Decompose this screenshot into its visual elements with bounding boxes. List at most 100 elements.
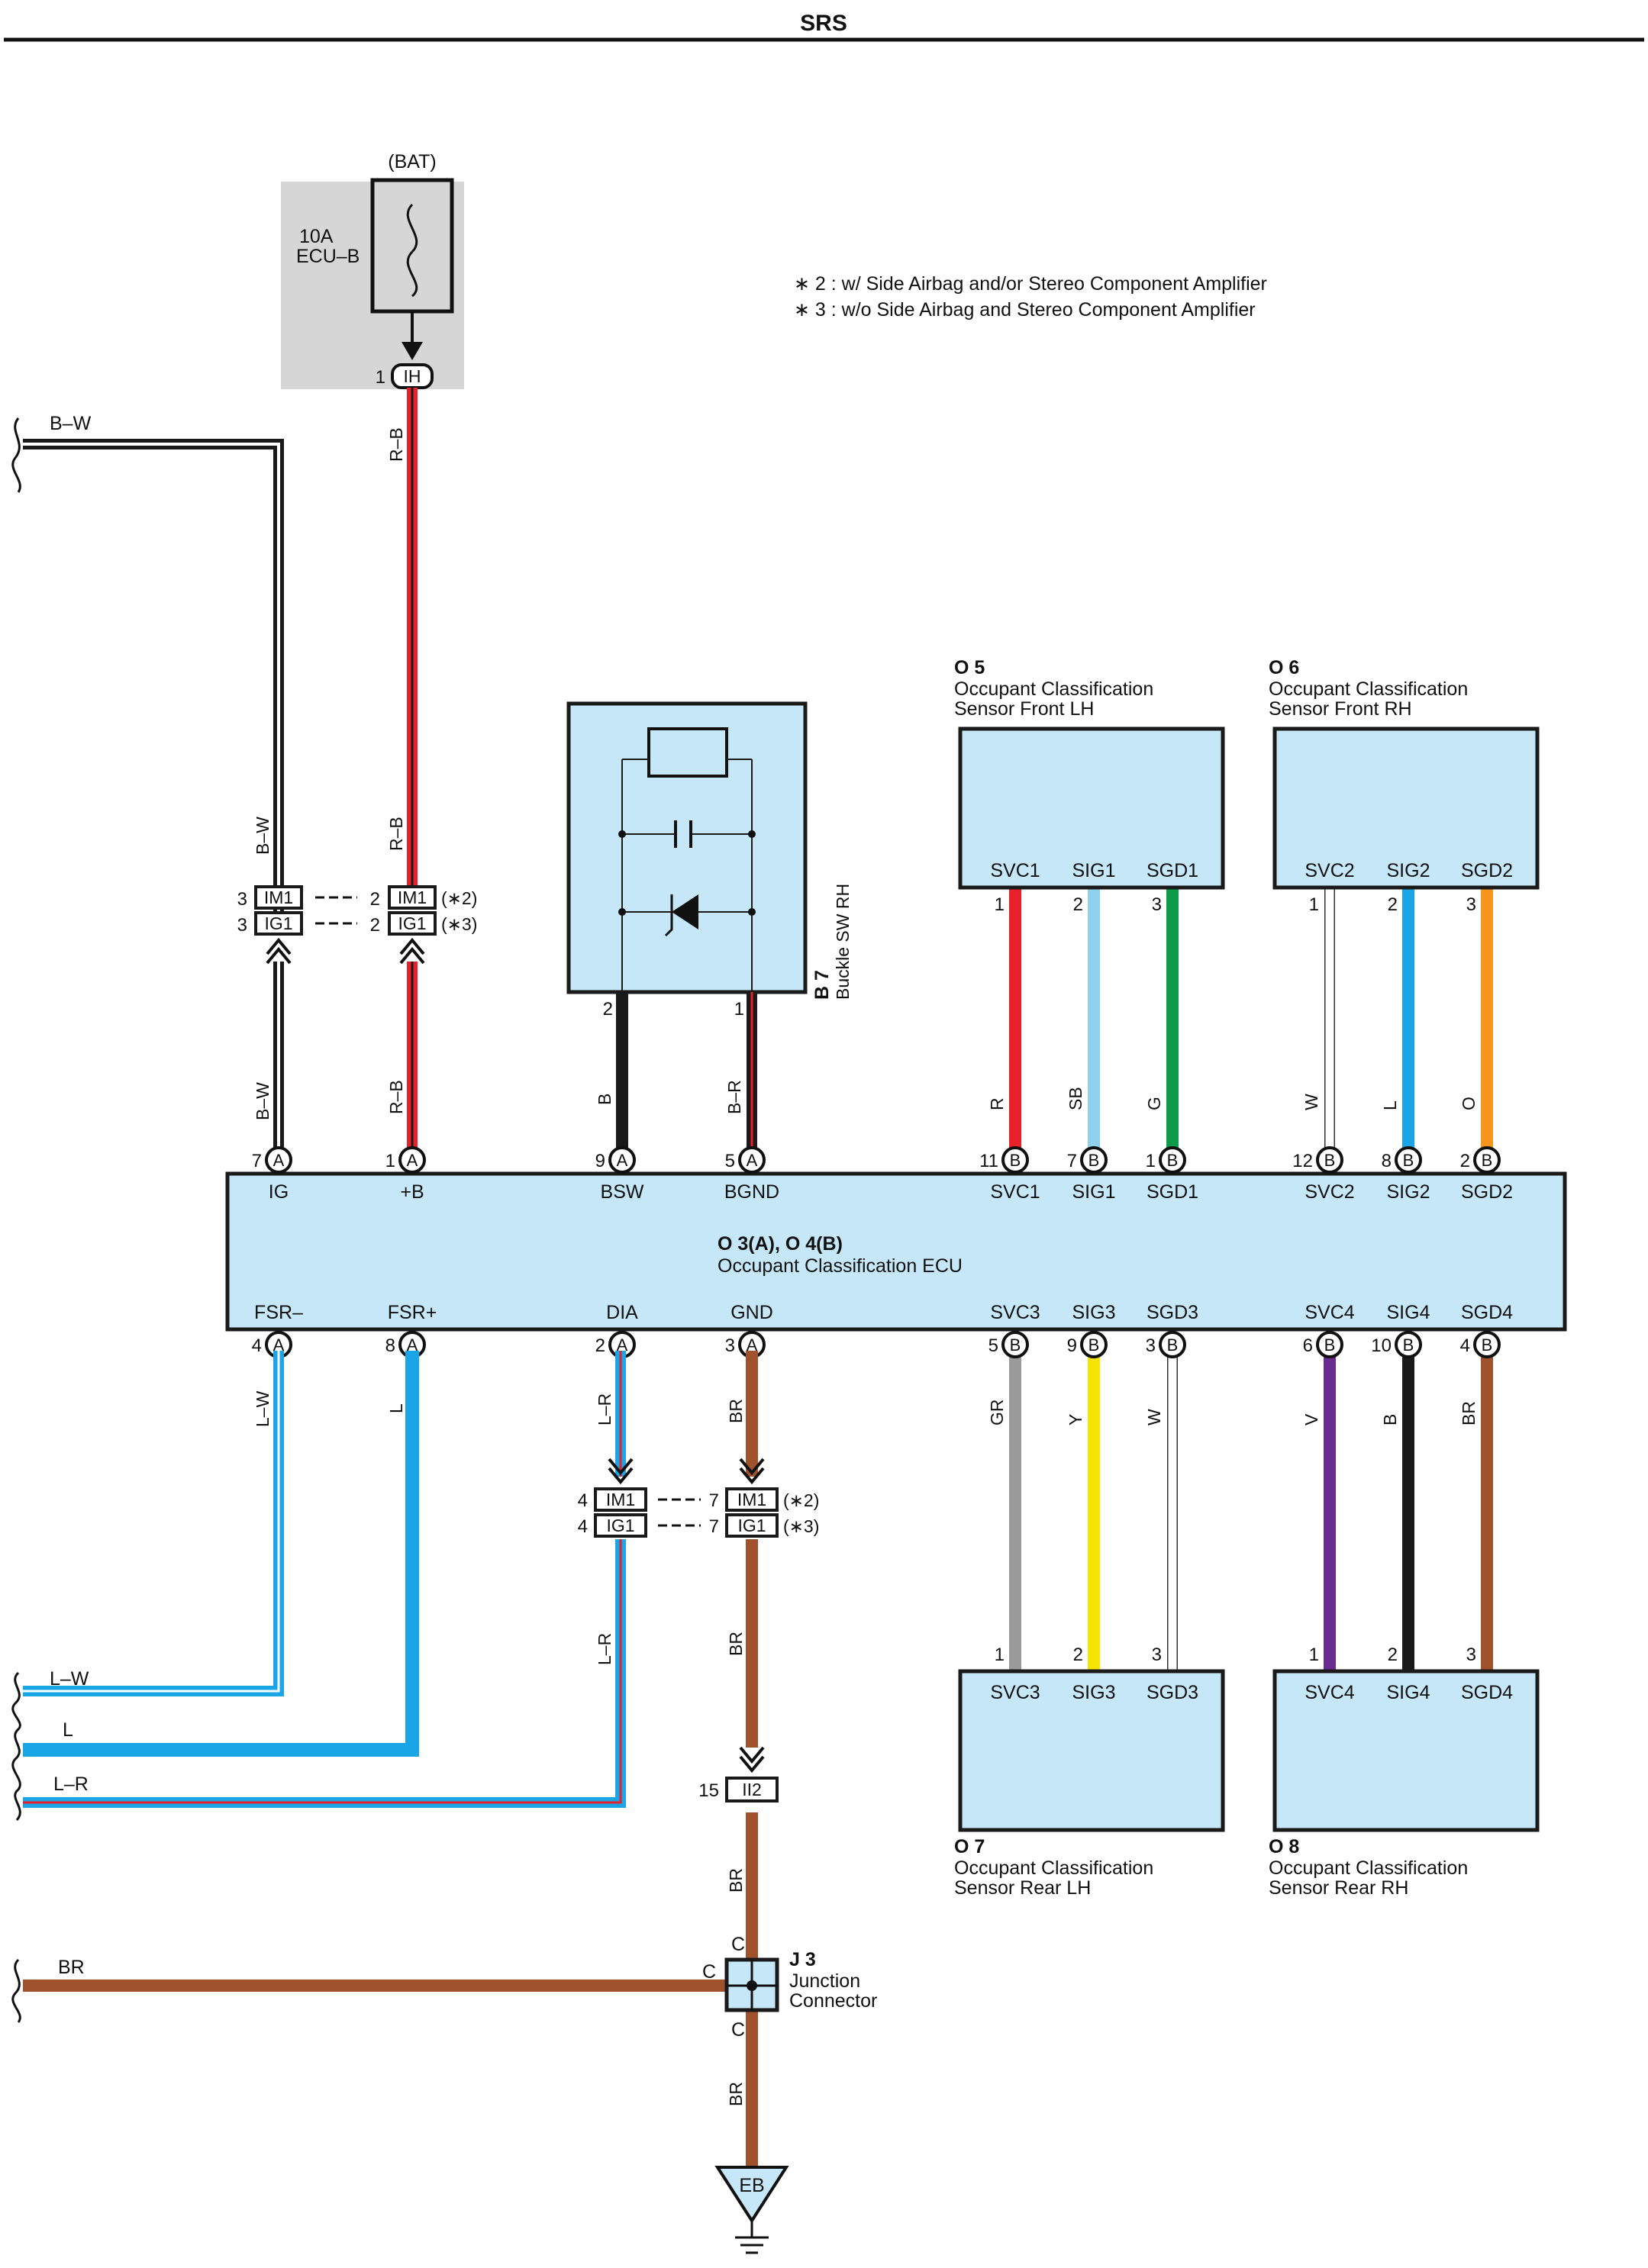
pin-connector-letter: B	[1324, 1151, 1336, 1170]
connector-pin-num: 7	[709, 1516, 719, 1537]
connector-note: (∗2)	[441, 888, 477, 908]
connector-ig1-right-label: IG1	[398, 913, 426, 933]
pin-label: SIG4	[1387, 1302, 1430, 1323]
sensor-pin-label: SIG4	[1387, 1682, 1430, 1703]
sensor-pin-label: SVC2	[1305, 860, 1354, 881]
inline-connector-lower: IM1 IG1 4 4 IM1 IG1 7 7 (∗2) (∗3)	[578, 1458, 819, 1538]
sensor-pin-label: SGD2	[1461, 860, 1513, 881]
ecu-name: Occupant Classification ECU	[718, 1255, 963, 1277]
pin-terminal	[1395, 1146, 1422, 1174]
junction-pin-bottom: C	[731, 2019, 745, 2041]
note-3: ∗ 3 : w/o Side Airbag and Stereo Compone…	[794, 299, 1256, 321]
connector-im1-gnd	[725, 1487, 779, 1512]
pin-label: SVC2	[1305, 1181, 1354, 1203]
pin-connector-letter: A	[273, 1151, 285, 1170]
buckle-sw-code: B 7	[811, 970, 833, 1000]
pin-number: 11	[979, 1151, 998, 1171]
wire-label-lw-left: L–W	[50, 1668, 89, 1690]
pin-terminal	[1080, 1331, 1108, 1358]
wire-label-br-left: BR	[58, 1957, 85, 1978]
sensor-code: O 8	[1269, 1836, 1299, 1857]
sensor-name-2: Sensor Front RH	[1269, 698, 1412, 720]
sensor-pin-label: SGD1	[1147, 860, 1198, 881]
wire-label-lw: L–W	[253, 1390, 273, 1427]
connector-note: (∗3)	[783, 1516, 819, 1536]
pin-number: 6	[1303, 1335, 1313, 1356]
wire-label: G	[1144, 1097, 1164, 1110]
pin-terminal	[1395, 1331, 1422, 1358]
connector-ii2-box	[725, 1777, 779, 1802]
pin-connector-letter: A	[273, 1335, 285, 1355]
sensor-box	[1272, 726, 1540, 890]
connector-ig1-dia-label: IG1	[606, 1516, 634, 1535]
sensor-pin-label: SIG3	[1072, 1682, 1116, 1703]
pin-label: SGD2	[1461, 1181, 1513, 1203]
wire-label-rb-1: R–B	[386, 427, 406, 462]
sensor-box	[958, 726, 1225, 890]
pin-connector-letter: A	[747, 1335, 758, 1355]
pin-number: 5	[988, 1335, 998, 1356]
pin-connector-letter: B	[1088, 1335, 1100, 1355]
wire-label: W	[1144, 1409, 1164, 1426]
sensor-name-2: Sensor Front LH	[954, 698, 1094, 720]
connector-im1-right	[388, 885, 437, 910]
sensor-pin-num: 1	[1309, 894, 1319, 915]
sensor-pin-num: 3	[1152, 1645, 1162, 1665]
ecu-box	[225, 1171, 1567, 1332]
sensor-name-1: Occupant Classification	[1269, 1857, 1468, 1879]
wire-break-icon	[11, 1671, 21, 1822]
junction-pin-left: C	[702, 1961, 716, 1983]
sensor-pin-label: SVC1	[990, 860, 1040, 881]
sensor-pin-label: SGD4	[1461, 1682, 1513, 1703]
wire-label: SB	[1066, 1087, 1085, 1110]
connector-im1-gnd-label: IM1	[737, 1490, 766, 1509]
pin-label: DIA	[606, 1302, 638, 1323]
sensor-pin-num: 2	[1073, 894, 1083, 915]
pin-terminal	[1159, 1146, 1186, 1174]
connector-pin-num: 4	[578, 1490, 588, 1511]
buckle-sw-box	[566, 701, 808, 994]
pin-connector-letter: B	[1167, 1151, 1179, 1170]
occupant-classification-ecu: O 3(A), O 4(B) Occupant Classification E…	[225, 1171, 1567, 1332]
pin-connector-letter: B	[1324, 1335, 1336, 1355]
pin-number: 12	[1292, 1151, 1313, 1171]
pin-number: 1	[385, 1151, 395, 1171]
connector-arrow-icon	[739, 1746, 765, 1764]
wire-label-lr-2: L–R	[595, 1633, 614, 1665]
sensor-box	[958, 1669, 1225, 1832]
connector-ii2-label: II2	[742, 1780, 762, 1799]
junction-pin-top: C	[731, 1934, 745, 1955]
pin-terminal	[1316, 1146, 1343, 1174]
connector-im1-left-label: IM1	[264, 888, 293, 907]
zener-diode-icon	[672, 894, 698, 929]
ecu-codes: O 3(A), O 4(B)	[718, 1233, 843, 1255]
connector-ig1-gnd-label: IG1	[737, 1516, 766, 1535]
inline-connector-upper: IM1 IG1 3 3 IM1 IG1 2 2 (∗2) (∗3)	[237, 885, 477, 965]
ecu-pins-layer: A7IGA1+BA9BSWA5BGNDB11SVC1B7SIG1B1SGD1B1…	[252, 1146, 1513, 1358]
pin-connector-letter: B	[1403, 1335, 1414, 1355]
pin-label: BSW	[601, 1181, 644, 1203]
pin-label: SVC1	[990, 1181, 1040, 1203]
pin-number: 9	[595, 1151, 605, 1171]
wire-label-bw-1: B–W	[253, 817, 273, 855]
pin-connector-letter: B	[1088, 1151, 1100, 1170]
pin-connector-letter: A	[407, 1335, 418, 1355]
connector-pin-num: 15	[698, 1780, 719, 1801]
wire-label: B	[1380, 1414, 1400, 1426]
pin-number: 7	[252, 1151, 262, 1171]
sensor-pin-label: SGD3	[1147, 1682, 1198, 1703]
wire-break-icon	[11, 1958, 21, 2023]
connector-pin-num: 7	[709, 1490, 719, 1511]
connector-ih-label: IH	[404, 366, 421, 386]
sensor-name-2: Sensor Rear LH	[954, 1877, 1091, 1899]
wire-l-r: L–R L–R L–R	[23, 1351, 626, 1808]
wire-label-lr-1: L–R	[595, 1393, 614, 1426]
pin-connector-letter: A	[617, 1151, 628, 1170]
